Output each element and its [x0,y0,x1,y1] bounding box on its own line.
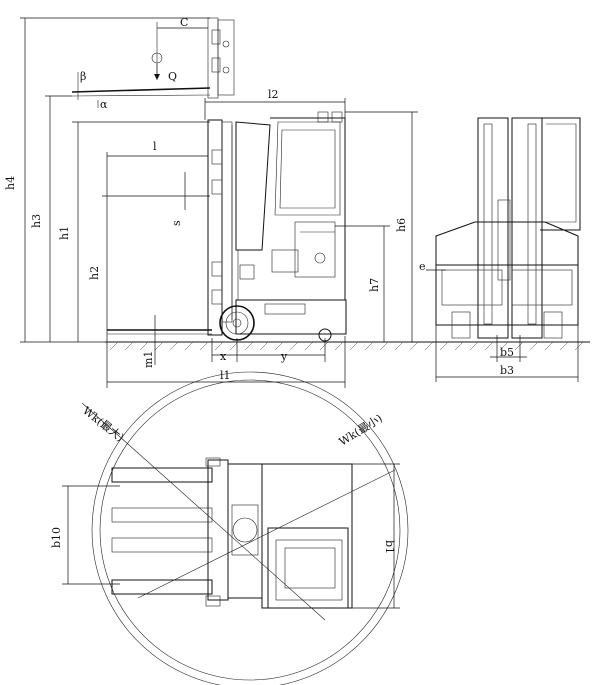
label-y: y [280,350,288,363]
label-x: x [220,350,227,363]
carriage-top [207,459,229,601]
label-b3: b3 [500,364,514,377]
fork-top [111,467,213,483]
turning-circle-outer [91,371,409,685]
ground-hatch [109,341,584,351]
label-beta: β [80,70,86,83]
front-wheel [219,305,255,341]
label-l2: l2 [268,88,279,101]
label-h2: h2 [88,266,101,280]
radius-min-line [137,469,396,599]
mast-front-left [477,117,509,339]
label-m1: m1 [142,351,155,368]
label-h4: h4 [4,176,17,190]
cab [235,111,347,335]
label-b10: b10 [50,527,63,548]
label-e: e [419,260,426,273]
front-view: e b5 b3 [419,117,581,382]
label-b5: b5 [500,346,514,359]
body-top [261,463,353,609]
label-h7: h7 [368,278,381,292]
label-alpha: α [100,98,108,111]
mast [207,119,233,336]
label-l1: l1 [220,369,231,382]
label-h1: h1 [58,226,71,240]
label-b1: b1 [383,540,396,554]
fork-bottom [111,579,213,595]
turning-circle-inner [99,379,401,681]
top-view: Wk(最大) Wk(最小) b10 b1 [50,371,409,685]
label-l: l [153,140,157,153]
raised-fork-carriage [71,17,235,99]
side-view: C Q β α [4,16,590,388]
label-c: C [180,16,188,29]
mast-front-right [511,117,543,339]
label-s: s [170,220,183,226]
load-center-symbol [151,52,163,64]
cab-front [540,117,581,231]
label-q: Q [168,70,177,83]
counterweight-front [435,221,579,266]
label-h3: h3 [30,214,43,228]
body-front [435,264,579,326]
label-wa-max: Wk(最大) [80,403,127,444]
radius-max-line [81,402,326,621]
load-arrow [154,74,160,80]
label-h6: h6 [395,218,408,232]
cab-top [267,527,349,609]
